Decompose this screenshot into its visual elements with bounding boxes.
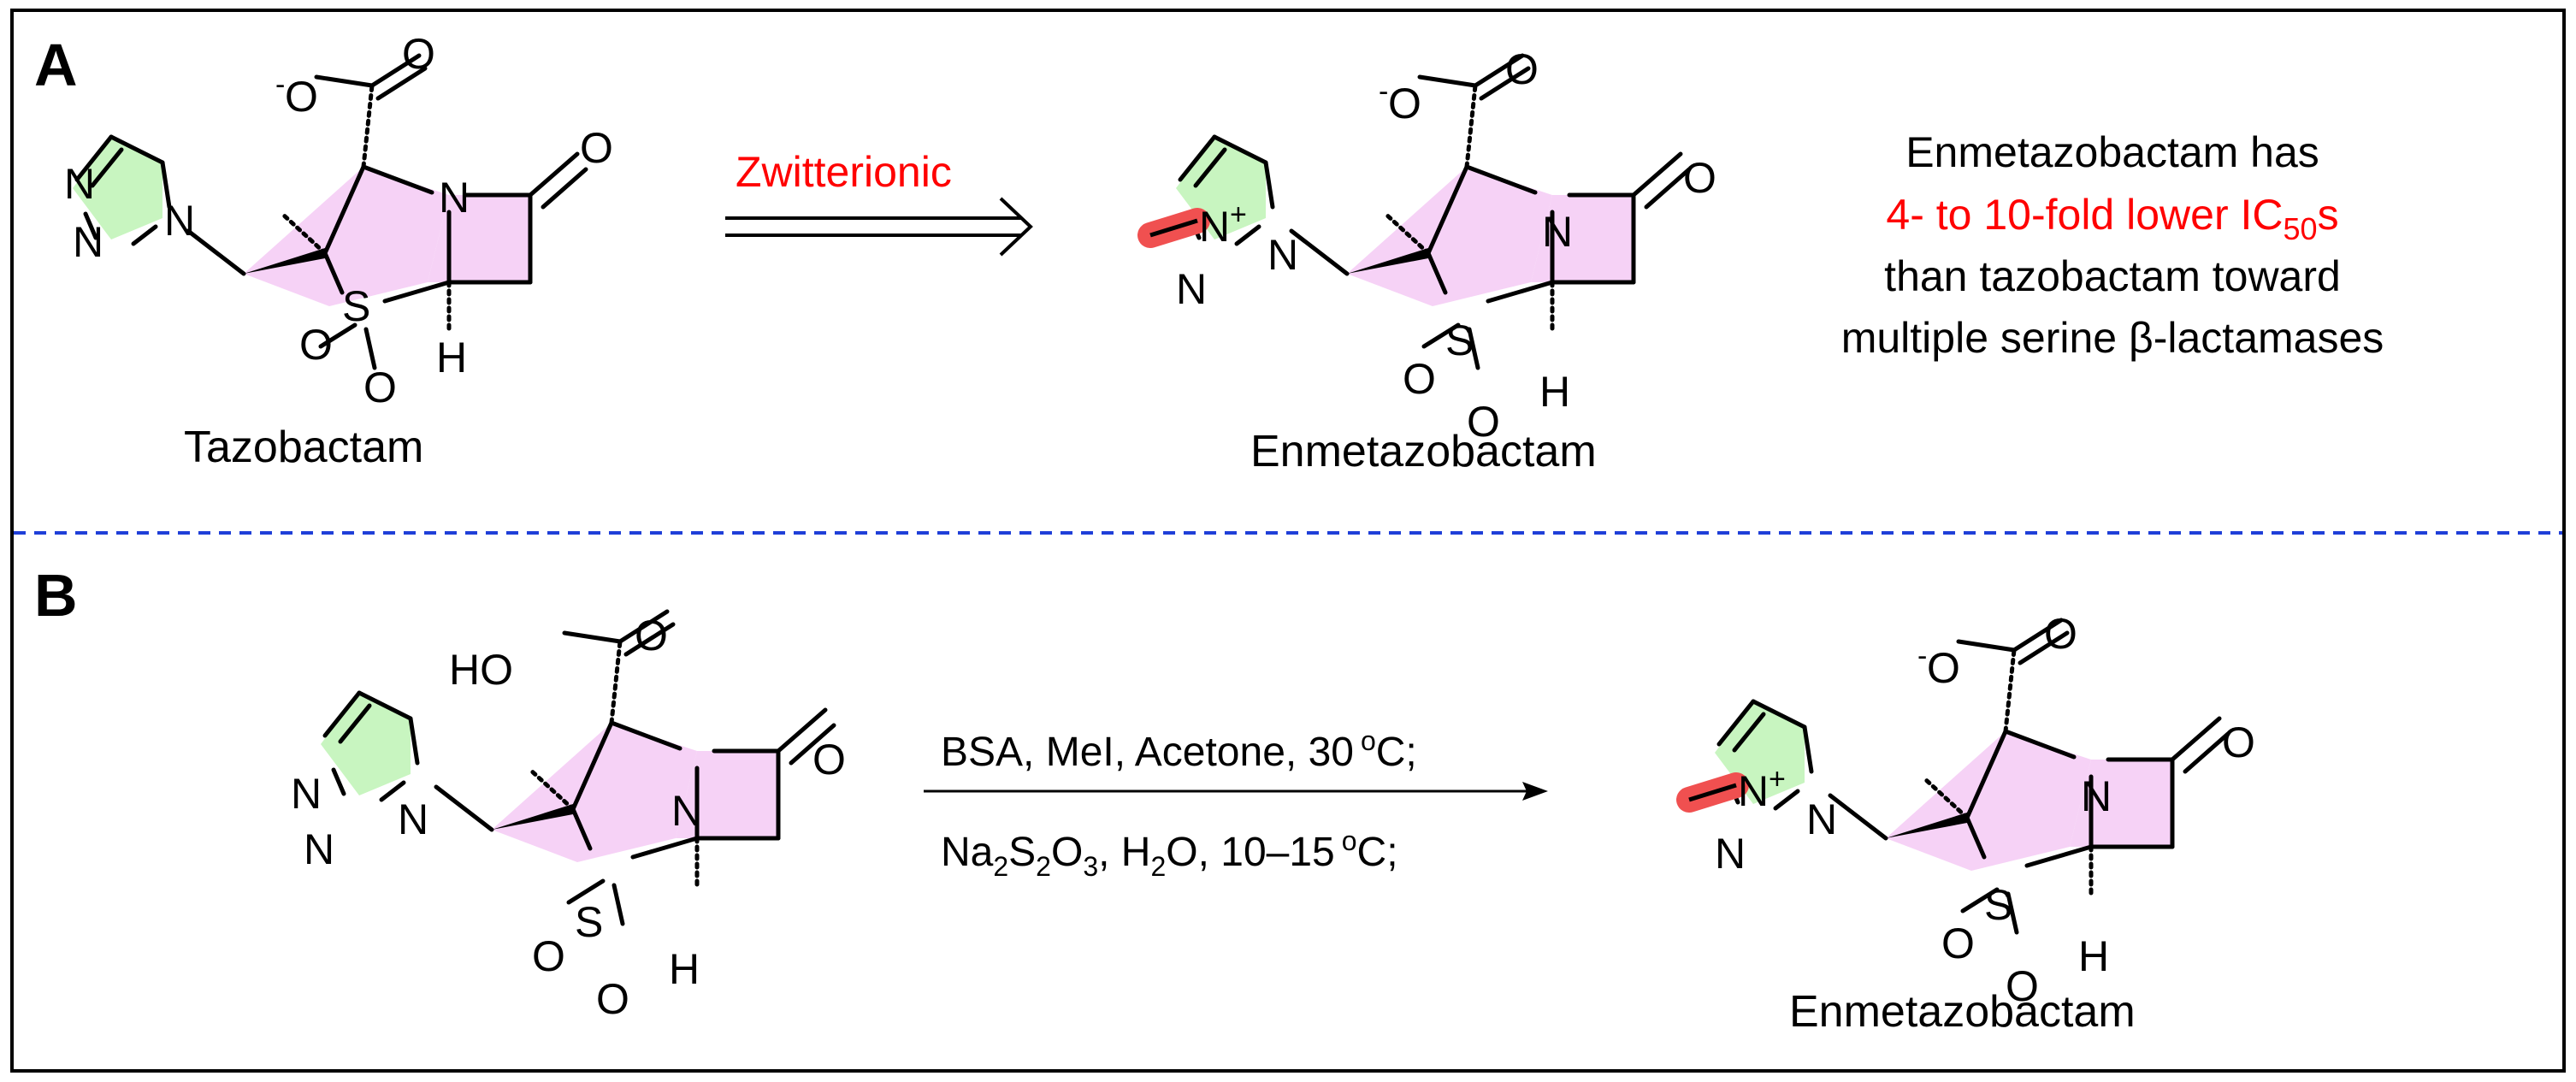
atom-carboxyl-o-a: O — [402, 30, 435, 78]
atom-carboxylate-o-b: O — [1388, 80, 1421, 127]
atom-so2-b: O — [1467, 398, 1500, 446]
atom-n-penam-c: N — [671, 787, 702, 835]
atom-h-c: H — [669, 945, 700, 993]
minus-sign-b: - — [1379, 75, 1388, 108]
atom-n1-b: N — [1199, 203, 1230, 251]
cond2-b: S — [1008, 830, 1036, 875]
atom-n3-b: N — [1267, 231, 1298, 279]
cond2-deg: o — [1342, 825, 1357, 856]
cond1-text: BSA, MeI, Acetone, 30 — [941, 730, 1354, 775]
atom-carboxyl-o-c: O — [635, 612, 668, 659]
atom-n2-b: N — [1176, 265, 1207, 313]
reactant-name-a: Tazobactam — [184, 423, 423, 472]
atom-so1-c: O — [532, 932, 565, 980]
enmetazobactam-structure-a — [1176, 56, 1689, 368]
product-name-b: Enmetazobactam — [1789, 987, 2136, 1037]
figure-border — [10, 9, 2566, 1073]
note-line-4: multiple serine β-lactamases — [1841, 314, 2384, 362]
atom-n1-d: N — [1738, 767, 1769, 815]
atom-n3-a: N — [164, 197, 195, 245]
cond2-e: O, 10–15 — [1166, 830, 1334, 875]
atom-n2-d: N — [1715, 830, 1746, 878]
atom-so1-b: O — [1403, 355, 1436, 403]
atom-ketone-o-a: O — [580, 124, 613, 172]
atom-carboxylate-o-d: O — [1927, 644, 1960, 692]
atom-n1-a: N — [64, 160, 95, 208]
atom-h-a: H — [436, 334, 467, 381]
cond2-d: , H — [1098, 830, 1150, 875]
atom-s-b: S — [1445, 316, 1474, 364]
atom-so2-d: O — [2006, 962, 2039, 1010]
cond2-sub1: 2 — [993, 851, 1008, 882]
atom-ho-c: HO — [449, 646, 513, 694]
atom-so2-c: O — [596, 975, 629, 1023]
atom-n2-a: N — [73, 218, 103, 266]
atom-n-penam-a: N — [439, 174, 470, 222]
cond1-tail: C; — [1376, 730, 1417, 775]
atom-carboxyl-o-d: O — [2044, 610, 2077, 658]
atom-n3-c: N — [398, 795, 428, 843]
atom-s-c: S — [575, 898, 603, 946]
atom-so1-a: O — [299, 321, 333, 369]
atom-so2-a: O — [363, 364, 397, 411]
reaction-arrow-b — [924, 782, 1548, 801]
cond2-sub3: 3 — [1083, 851, 1098, 882]
atom-s-a: S — [342, 282, 370, 330]
methyl-bond-b — [1688, 783, 1737, 802]
atom-n-penam-d: N — [2081, 772, 2112, 820]
product-name-a: Enmetazobactam — [1250, 427, 1597, 476]
note-line-3: than tazobactam toward — [1884, 252, 2341, 300]
arrow-label-a: Zwitterionic — [736, 148, 952, 196]
cond1-deg: o — [1361, 725, 1376, 756]
note-line-2-sub: 50 — [2284, 211, 2318, 246]
plus-sign-a: + — [1230, 198, 1247, 231]
atom-h-b: H — [1539, 368, 1570, 416]
atom-carboxyl-o-b: O — [1505, 45, 1539, 93]
minus-sign-d: - — [1917, 640, 1927, 672]
cond2-sub2: 2 — [1036, 851, 1051, 882]
tazobactam-acid-structure-b — [321, 612, 834, 924]
atom-n3-d: N — [1806, 795, 1837, 843]
atom-n1-c: N — [291, 770, 322, 818]
cond2-a: Na — [941, 830, 994, 875]
atom-ketone-o-b: O — [1683, 154, 1716, 202]
note-line-2-prefix: 4- to 10-fold lower IC — [1886, 191, 2283, 239]
cond2-sub4: 2 — [1150, 851, 1166, 882]
atom-n-penam-b: N — [1542, 208, 1573, 256]
atom-so1-d: O — [1941, 919, 1975, 967]
panel-label-b: B — [34, 562, 78, 629]
atom-s-d: S — [1984, 881, 2012, 929]
plus-sign-b: + — [1769, 763, 1786, 795]
atom-n2-c: N — [304, 825, 334, 873]
note-line-2-suffix: s — [2318, 191, 2339, 239]
atom-carboxylate-o-a: O — [285, 73, 318, 121]
note-line-2: 4- to 10-fold lower IC50s — [1886, 191, 2338, 246]
note-line-1: Enmetazobactam has — [1905, 128, 2319, 176]
methyl-bond-a — [1149, 218, 1198, 238]
atom-h-d: H — [2078, 932, 2109, 980]
double-arrow-a — [725, 197, 1033, 257]
minus-sign-a: - — [275, 68, 285, 101]
atom-ketone-o-d: O — [2222, 718, 2255, 766]
panel-label-a: A — [34, 32, 78, 98]
atom-ketone-o-c: O — [812, 736, 846, 783]
cond2-tail: C; — [1357, 830, 1398, 875]
cond2-c: O — [1051, 830, 1083, 875]
enmetazobactam-structure-b — [1715, 620, 2228, 932]
